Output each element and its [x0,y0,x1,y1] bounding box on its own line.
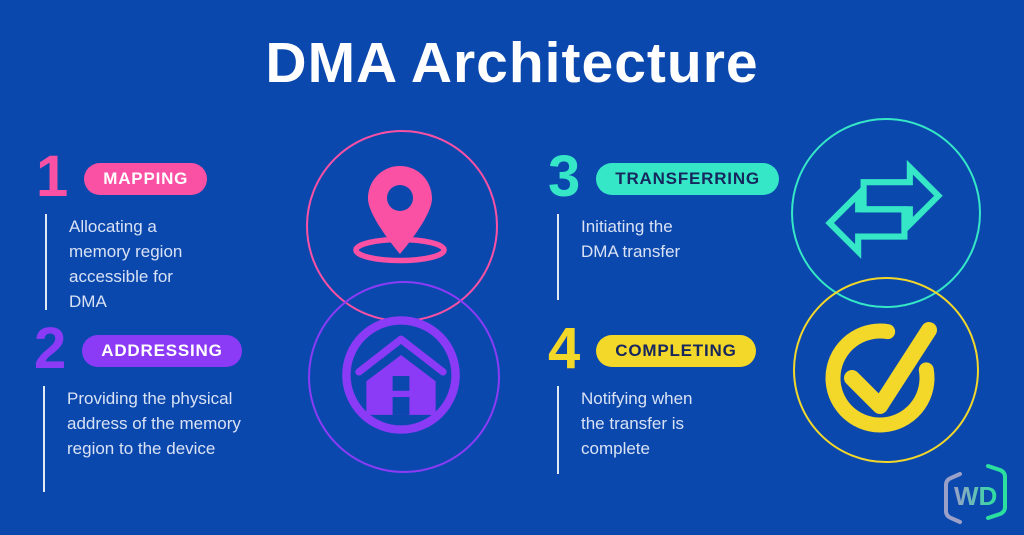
step-divider-line [43,386,45,493]
step-description: Initiating the DMA transfer [581,217,681,262]
home-icon [342,316,460,434]
step-mapping: 1 MAPPING Allocating a memory region acc… [36,144,306,314]
wd-logo: WD [944,464,1007,524]
purple-outline-circle [308,281,500,473]
step-badge: MAPPING [84,163,208,195]
step-number: 4 [548,316,581,381]
step-badge: ADDRESSING [82,335,242,367]
logo-right-bracket [986,464,1007,520]
step-description: Notifying when the transfer is complete [581,389,693,459]
step-number: 3 [548,144,581,209]
step-badge: COMPLETING [596,335,756,367]
step-divider-line [557,386,559,475]
step-number: 2 [34,316,67,381]
logo-left-bracket [944,472,962,524]
yellow-outline-circle [793,277,979,463]
step-transferring: 3 TRANSFERRING Initiating the DMA transf… [548,144,818,301]
step-description: Providing the physical address of the me… [67,389,241,459]
check-circle-icon [825,322,937,433]
page-title: DMA Architecture [265,31,759,95]
step-addressing: 2 ADDRESSING Providing the physical addr… [34,316,304,493]
location-pin-icon [353,166,447,264]
step-badge: TRANSFERRING [596,163,779,195]
step-divider-line [557,214,559,301]
logo-text: WD [954,481,997,511]
step-completing: 4 COMPLETING Notifying when the transfer… [548,316,818,475]
step-description: Allocating a memory region accessible fo… [69,217,183,312]
step-number: 1 [36,144,69,209]
step-divider-line [45,214,47,311]
transfer-arrows-icon [825,159,943,259]
